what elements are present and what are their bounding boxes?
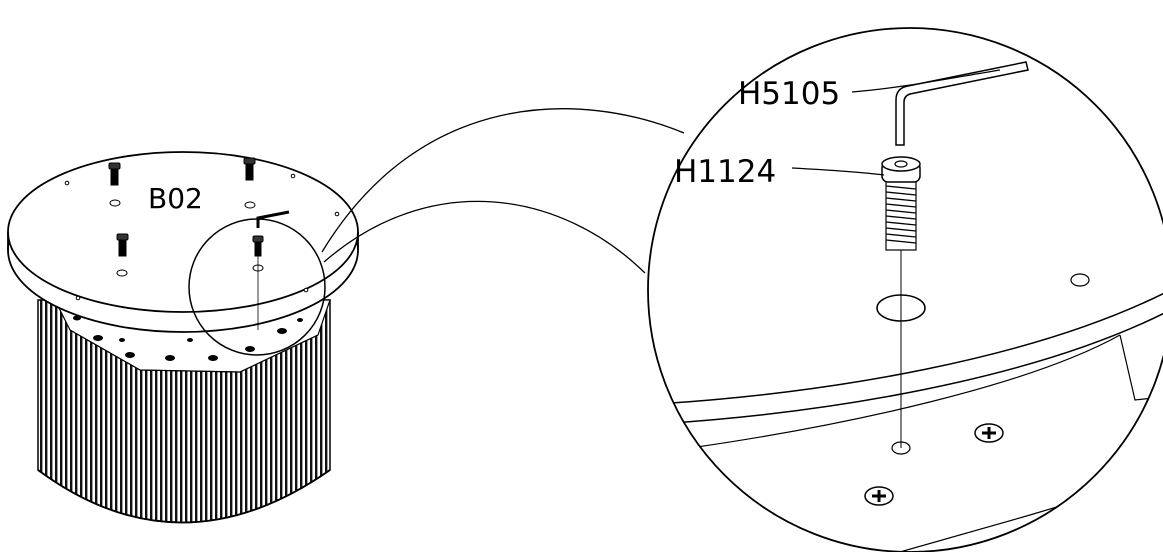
cylinder-bottom-rim (37, 469, 331, 524)
cylinder-assembly: B02 (7, 151, 359, 524)
phillips-screw-icon (864, 486, 894, 506)
small-allen-key-icon (256, 210, 290, 228)
phillips-screw-icon (974, 423, 1004, 443)
disc-screws (108, 157, 264, 257)
screw-part-label: H1124 (674, 154, 776, 190)
detail-circle-small (188, 218, 326, 356)
tool-part-label: H5105 (738, 76, 840, 112)
assembly-part-label: B02 (148, 182, 203, 215)
cap-screw-icon (881, 156, 921, 251)
disc-holes (64, 173, 340, 301)
detail-circle-large (647, 27, 1163, 552)
allen-key-icon (895, 61, 1029, 146)
magnify-leader-lines (321, 108, 685, 274)
detail-view: H5105 H1124 (647, 27, 1163, 552)
